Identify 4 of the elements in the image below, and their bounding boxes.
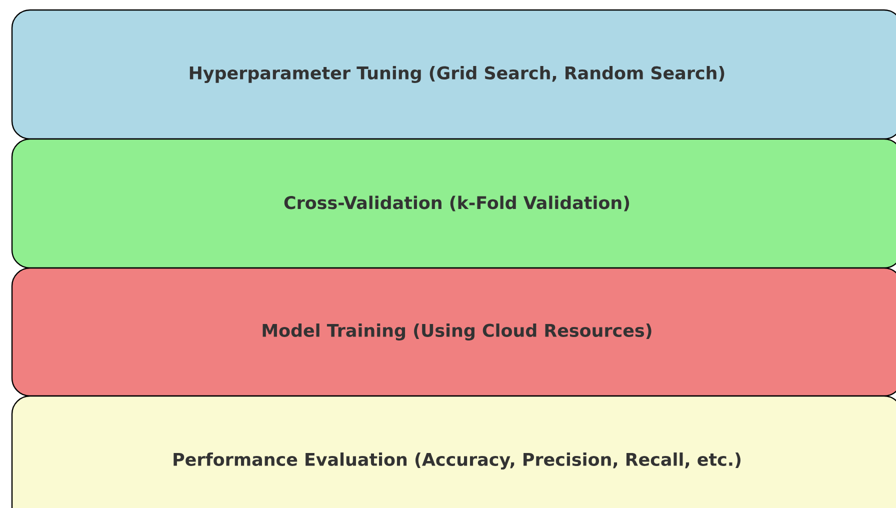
process-box: Model Training (Using Cloud Resources) <box>11 267 896 397</box>
process-box: Cross-Validation (k-Fold Validation) <box>11 138 896 269</box>
process-box: Performance Evaluation (Accuracy, Precision, Recall, etc.) <box>11 395 896 508</box>
process-box: Hyperparameter Tuning (Grid Search, Random Search) <box>11 9 896 140</box>
